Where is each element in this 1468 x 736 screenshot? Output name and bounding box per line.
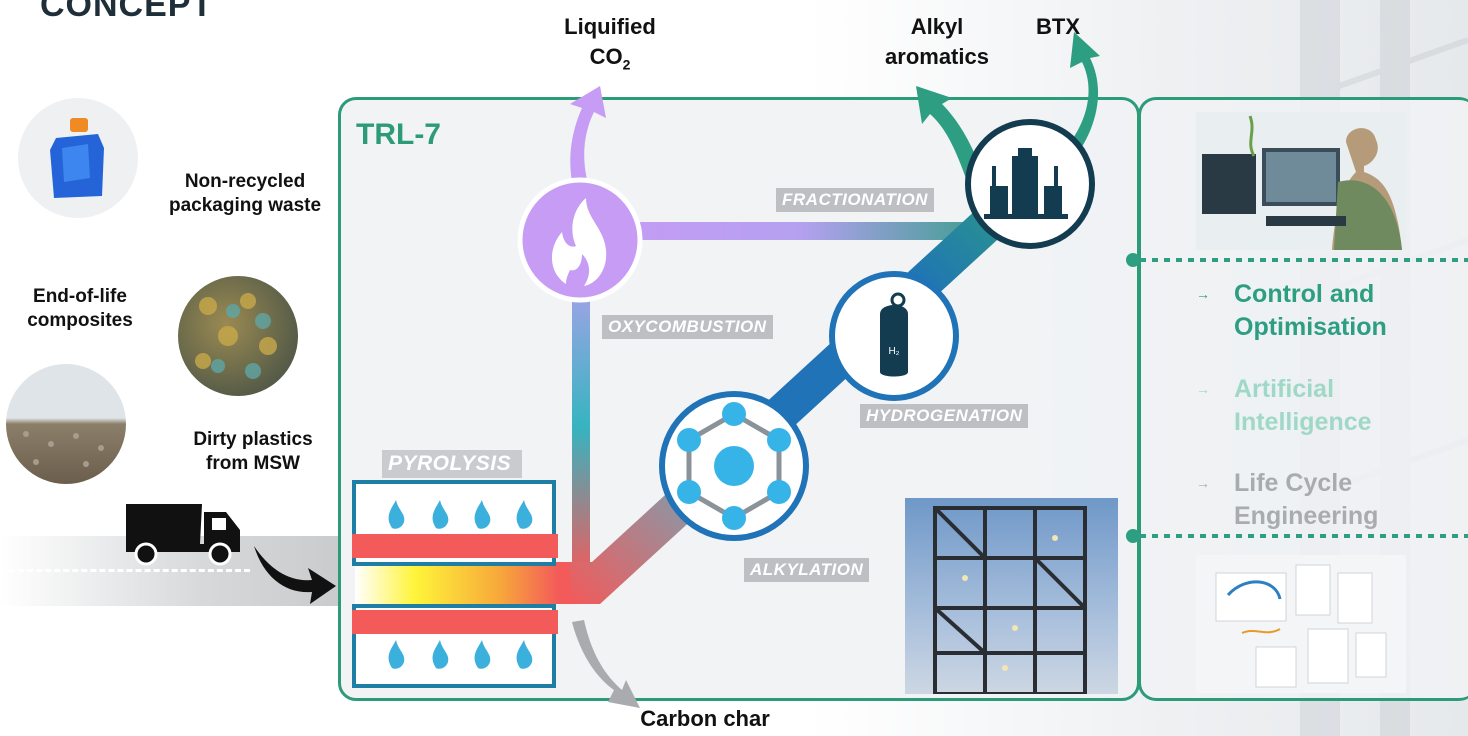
h2-label: H₂ — [888, 346, 899, 357]
fire-icon — [551, 198, 607, 286]
liquified-co2-label: Liquified CO2 — [520, 12, 700, 79]
oxy-gas-stream — [572, 240, 590, 580]
arrow-icon: → — [1196, 286, 1210, 302]
co2-formula: CO2 — [589, 44, 631, 73]
molecule-icon — [677, 402, 791, 530]
to-fractionation-stream — [590, 222, 1010, 240]
menu-artificial-intelligence-label: Artificial Intelligence — [1234, 375, 1372, 436]
pyrolysis-heater-bottom — [352, 610, 558, 634]
alkyl-arrow — [916, 86, 984, 184]
plant-photo — [905, 498, 1118, 694]
pyrolysis-heater-top — [352, 534, 558, 558]
fractionation-label: FRACTIONATION — [776, 188, 934, 212]
menu-life-cycle-engineering-label: Life Cycle Engineering — [1234, 469, 1379, 530]
hydrogenation-label: HYDROGENATION — [860, 404, 1029, 428]
feed-stream — [355, 562, 595, 604]
page-title: CONCEPT — [40, 0, 214, 24]
btx-label: BTX — [1036, 14, 1080, 39]
operator-photo — [1196, 112, 1406, 250]
road-dash-line — [0, 569, 250, 572]
alkyl-aromatics-label: Alkyl aromatics — [885, 14, 989, 69]
pyrolysis-label: PYROLYSIS — [382, 450, 522, 478]
co2-prefix: Liquified — [564, 14, 656, 39]
hydrogen-tank-icon — [880, 305, 908, 377]
trl-label: TRL-7 — [356, 118, 441, 151]
bottle-photo — [18, 98, 138, 218]
truck-icon — [126, 504, 240, 566]
composites-photo — [178, 276, 298, 396]
flame-icons — [388, 500, 533, 669]
feed-arrow-icon — [254, 546, 336, 604]
column-icon — [984, 148, 1068, 219]
co2-arrow — [570, 86, 606, 190]
packaging-waste-label: Non-recycled packaging waste — [168, 171, 322, 216]
oxycombustion-label: OXYCOMBUSTION — [602, 315, 773, 339]
btx-arrow — [1066, 32, 1100, 156]
carbon-char-arrow — [572, 620, 640, 708]
software-photo — [1196, 555, 1406, 693]
arrow-icon: → — [1196, 475, 1210, 491]
composites-label: End-of-life composites — [27, 286, 133, 331]
menu-control-optimisation-label: Control and Optimisation — [1234, 280, 1387, 341]
arrow-icon: → — [1196, 381, 1210, 397]
alkylation-label: ALKYLATION — [744, 558, 870, 582]
landfill-photo — [6, 364, 126, 484]
carbon-char-label: Carbon char — [640, 706, 770, 731]
msw-plastics-label: Dirty plastics from MSW — [193, 429, 313, 474]
